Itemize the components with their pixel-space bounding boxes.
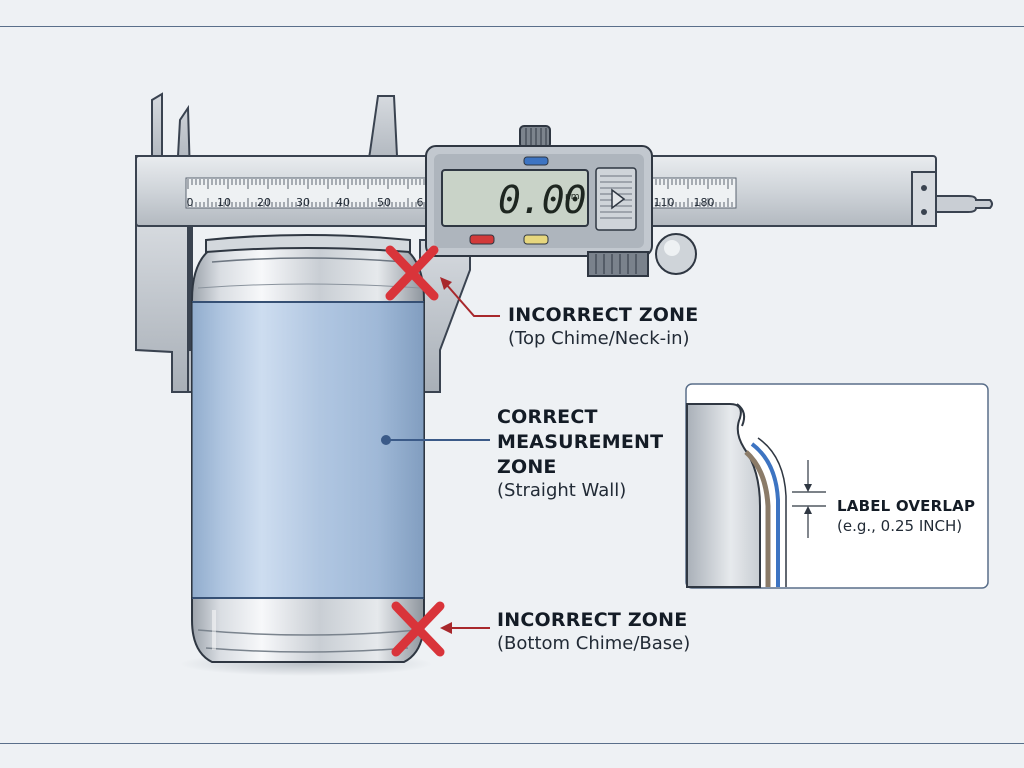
overlap-heading: LABEL OVERLAP	[837, 497, 976, 515]
blue-button	[523, 156, 549, 166]
bottom-zone-sub: (Bottom Chime/Base)	[497, 632, 691, 654]
play-icon	[611, 188, 626, 210]
scale-label: 50	[377, 196, 391, 209]
caliper-head	[425, 125, 697, 277]
pointer-bottom	[440, 622, 490, 634]
bottom-rule	[0, 743, 1024, 744]
scale-label: 10	[217, 196, 231, 209]
incorrect-mark-bottom	[391, 601, 445, 657]
pointer-top	[440, 277, 500, 317]
display-unit: nm	[565, 192, 580, 202]
can	[180, 234, 432, 676]
detail-inset	[685, 383, 989, 589]
middle-zone-heading-3: ZONE	[497, 455, 557, 478]
scale-label: 40	[336, 196, 350, 209]
middle-zone-heading-1: CORRECT	[497, 406, 598, 428]
scale-label: 110	[654, 196, 675, 209]
label-middle-zone: CORRECT MEASUREMENT ZONE (Straight Wall)	[497, 407, 663, 500]
scale-label: 0	[187, 196, 194, 209]
yellow-button	[523, 234, 549, 245]
label-top-zone: INCORRECT ZONE (Top Chime/Neck-in)	[508, 305, 698, 349]
incorrect-mark-top	[385, 245, 439, 301]
scale-label: 6	[417, 196, 424, 209]
display-readout: 0.00	[498, 178, 587, 222]
bottom-zone-heading: INCORRECT ZONE	[497, 609, 688, 631]
middle-zone-heading-2: MEASUREMENT	[497, 430, 664, 453]
label-bottom-zone: INCORRECT ZONE (Bottom Chime/Base)	[497, 610, 690, 654]
scale-label: 20	[257, 196, 271, 209]
top-zone-heading: INCORRECT ZONE	[508, 304, 699, 326]
scale-ticks-top	[187, 179, 733, 189]
scale-labels: 0 10 20 30 40 50 6 110 180	[187, 196, 715, 209]
scale-ticks-bottom	[187, 198, 733, 207]
label-overlap: LABEL OVERLAP (e.g., 0.25 INCH)	[837, 498, 975, 534]
caliper-lower-jaws	[135, 223, 471, 393]
scale-label: 180	[694, 196, 715, 209]
middle-zone-sub: (Straight Wall)	[497, 479, 627, 501]
overlap-sub: (e.g., 0.25 INCH)	[837, 516, 963, 535]
top-rule	[0, 26, 1024, 27]
scale-label: 30	[296, 196, 310, 209]
red-button	[469, 234, 495, 245]
top-zone-sub: (Top Chime/Neck-in)	[508, 327, 690, 349]
pointer-middle	[381, 435, 490, 445]
